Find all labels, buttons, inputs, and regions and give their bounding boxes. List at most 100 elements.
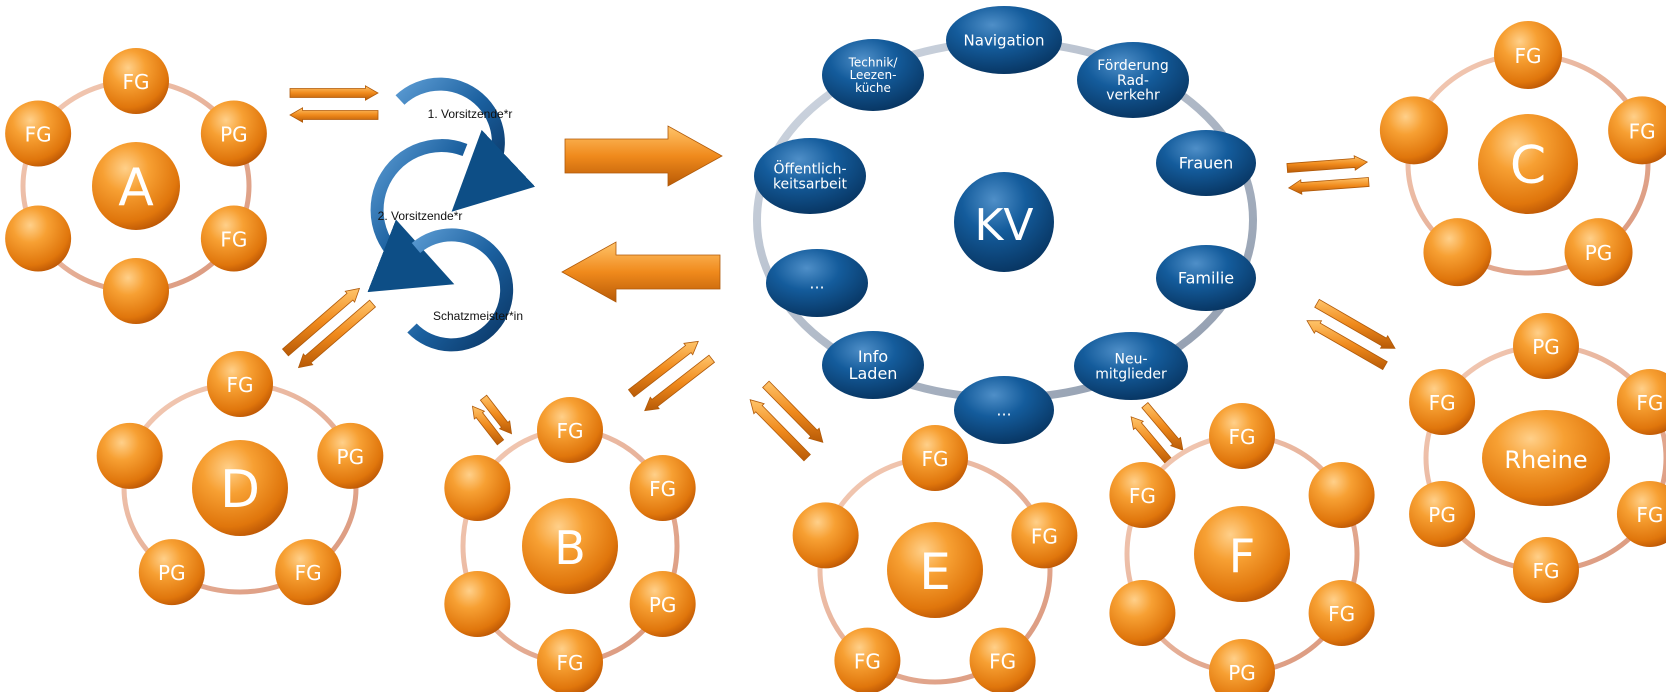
satellite-node [1109, 462, 1176, 528]
connector-arrow [1287, 177, 1370, 195]
kv-node-5: ... [954, 376, 1054, 444]
satellite-node [902, 425, 968, 491]
group-center-node [522, 498, 618, 594]
satellite-node [1513, 313, 1579, 379]
board-arrow-1 [395, 77, 536, 212]
board-circle: 1. Vorsitzende*r 2. Vorsitzende*r Schatz… [367, 77, 536, 352]
connector-arrow [471, 405, 505, 446]
satellite-label: FG [1429, 391, 1456, 415]
satellite-node [317, 422, 384, 489]
satellite-node [629, 455, 696, 521]
connector-arrow [1286, 155, 1369, 173]
satellite-label: FG [1031, 524, 1058, 548]
connector-arrow [289, 107, 379, 123]
satellite-label: FG [1636, 391, 1663, 415]
kv-node-shape [954, 376, 1054, 444]
satellite-node [1308, 462, 1375, 528]
kv-node-shape [754, 138, 866, 214]
connector-arrow [281, 287, 361, 357]
board-arrow-3 [407, 228, 514, 352]
satellite-node [1608, 96, 1666, 165]
satellite-node [1616, 481, 1666, 547]
connector-arrow [1130, 416, 1173, 465]
satellite-node [792, 502, 859, 569]
satellite-label: FG [1514, 44, 1541, 68]
satellite-node [1409, 369, 1476, 435]
group-e: E FG FG FG FG [792, 425, 1078, 692]
satellite-node [1423, 218, 1492, 287]
satellite-label: FG [1328, 602, 1355, 626]
satellite-node [1513, 537, 1579, 603]
satellite-label: FG [226, 373, 253, 397]
satellite-node [1564, 218, 1633, 287]
kv-node-label: Familie [1178, 269, 1234, 288]
satellite-node [1109, 580, 1176, 646]
satellite-label: FG [295, 561, 322, 585]
satellite-node [200, 100, 267, 167]
satellite-node [103, 258, 169, 324]
kv-node-label: Neu-mitglieder [1095, 352, 1167, 383]
connector-arrow [561, 241, 721, 303]
board-arrow-2 [367, 139, 468, 293]
role-2-label: 2. Vorsitzende*r [378, 209, 463, 223]
group-center-label: D [220, 460, 260, 520]
group-center-label: C [1510, 136, 1546, 196]
satellite-node [138, 539, 205, 606]
kv-node-shape [766, 249, 868, 317]
satellite-label: FG [921, 447, 948, 471]
satellite-node [1209, 639, 1275, 692]
satellite-label: FG [1532, 559, 1559, 583]
kv-node-shape [822, 39, 924, 111]
connector-arrow [297, 299, 377, 369]
satellite-node [1011, 502, 1078, 569]
satellite-label: FG [556, 419, 583, 443]
connector-arrow [762, 380, 824, 443]
role-1-label: 1. Vorsitzende*r [428, 107, 513, 121]
connector-arrow [289, 85, 379, 101]
satellite-label: PG [337, 445, 365, 469]
group-center-label: F [1229, 529, 1255, 583]
satellite-label: FG [1636, 503, 1663, 527]
kv-node-7: ... [766, 249, 868, 317]
satellite-node [537, 629, 603, 692]
satellite-label: FG [556, 651, 583, 675]
satellite-label: FG [1129, 484, 1156, 508]
kv-node-shape [1156, 130, 1256, 196]
arrows-layer [281, 85, 1396, 465]
group-center-label: E [919, 543, 951, 601]
satellite-node [5, 205, 72, 272]
satellite-node [200, 205, 267, 272]
satellite-node [96, 422, 163, 489]
group-center-node [887, 522, 983, 618]
group-center-node [1194, 506, 1290, 602]
group-center-node [1482, 410, 1610, 506]
group-center-node [192, 440, 288, 536]
satellite-node [1494, 21, 1562, 89]
kv-node-shape [1156, 245, 1256, 311]
satellite-label: FG [1228, 425, 1255, 449]
satellite-node [207, 351, 273, 417]
satellite-label: FG [989, 650, 1016, 674]
kv-node-label: Technik/Leezen-küche [848, 56, 899, 95]
satellite-label: PG [158, 561, 186, 585]
satellite-label: FG [854, 650, 881, 674]
role-3-label: Schatzmeister*in [433, 309, 523, 323]
satellite-node [1308, 580, 1375, 646]
satellite-node [969, 627, 1036, 692]
kv-node-0: Navigation [946, 6, 1062, 74]
kv-node-shape [1077, 42, 1189, 118]
kv-node-shape [1074, 332, 1188, 400]
kv-node-label: Öffentlich-keitsarbeit [773, 160, 848, 193]
group-center-label: B [554, 521, 586, 575]
kv-center-node [954, 172, 1054, 272]
